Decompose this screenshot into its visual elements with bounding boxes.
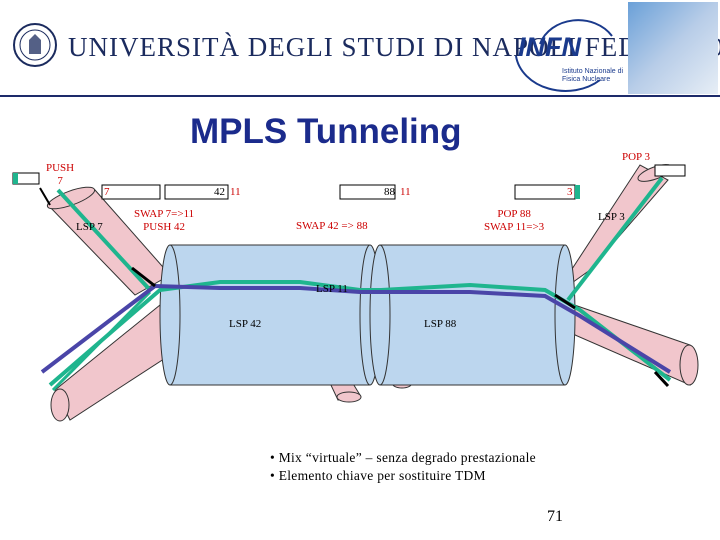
label-stack2-outer: 88 bbox=[384, 186, 395, 199]
label-swap-push: SWAP 7=>11 PUSH 42 bbox=[134, 208, 194, 234]
label-7: 7 bbox=[104, 186, 110, 199]
label-stack1-outer: 42 bbox=[214, 186, 225, 199]
label-pop88: POP 88 SWAP 11=>3 bbox=[484, 208, 544, 234]
black-marker-top-left bbox=[40, 188, 50, 205]
lsp11-left-tube bbox=[51, 305, 170, 421]
bullet-list: • Mix “virtuale” – senza degrado prestaz… bbox=[270, 449, 536, 485]
label7-box bbox=[102, 185, 160, 199]
label-3: 3 bbox=[567, 186, 573, 199]
label-lsp11: LSP 11 bbox=[316, 283, 348, 296]
bullet-item: • Elemento chiave per sostituire TDM bbox=[270, 467, 536, 485]
label-stack2-inner: 11 bbox=[400, 186, 411, 199]
label-stack1-inner: 11 bbox=[230, 186, 241, 199]
lsp42-tube bbox=[160, 245, 380, 385]
label-lsp88: LSP 88 bbox=[424, 318, 456, 331]
label-lsp7: LSP 7 bbox=[76, 221, 103, 234]
label-swap42: SWAP 42 => 88 bbox=[296, 220, 368, 233]
label-lsp42: LSP 42 bbox=[229, 318, 261, 331]
pop3-box bbox=[655, 165, 685, 176]
push7-box bbox=[13, 173, 39, 184]
label-lsp3: LSP 3 bbox=[598, 211, 625, 224]
green-path-lsp3 bbox=[568, 178, 662, 300]
label-push7: PUSH 7 bbox=[46, 162, 74, 188]
page-number: 71 bbox=[547, 508, 563, 526]
lsp7-tube bbox=[45, 183, 170, 295]
bullet-item: • Mix “virtuale” – senza degrado prestaz… bbox=[270, 449, 536, 467]
label-pop3: POP 3 bbox=[622, 151, 650, 164]
lsp88-tube bbox=[370, 245, 575, 385]
